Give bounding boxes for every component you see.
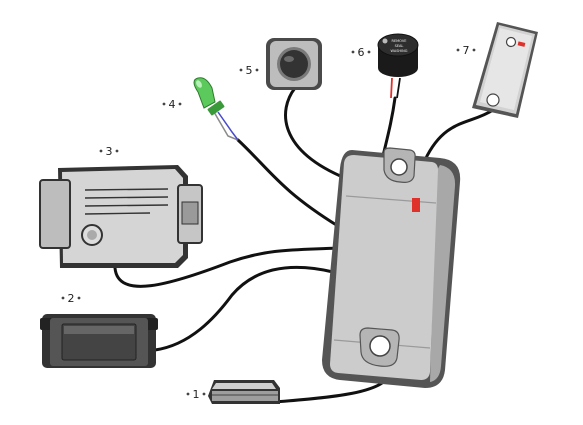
- reader-mount-hole-bottom: [486, 93, 500, 107]
- cable-button-to-controller: [284, 86, 347, 180]
- controller-indicator: [412, 198, 420, 212]
- callout-1: 1: [186, 388, 206, 401]
- cable-led-to-controller: [236, 138, 340, 228]
- buzzer: REMOVE SEAL WASHING: [377, 33, 419, 77]
- callout-5: 5: [239, 64, 259, 77]
- reader-indicator: [517, 41, 526, 47]
- cable-lock-to-controller: [113, 246, 340, 288]
- controller-top-mount: [383, 147, 416, 183]
- controller-front: [330, 155, 438, 380]
- callout-2: 2: [61, 292, 81, 305]
- callout-7: 7: [456, 44, 476, 57]
- svg-text:WASHING: WASHING: [391, 49, 408, 53]
- exit-button: [266, 38, 322, 90]
- callout-1-text: 1: [193, 388, 200, 401]
- led-indicator: [193, 77, 239, 141]
- callout-7-text: 7: [463, 44, 470, 57]
- proximity-reader: [472, 22, 538, 118]
- cable-reader-to-controller: [423, 108, 495, 162]
- reader-mount-hole-top: [505, 36, 517, 48]
- svg-text:SEAL: SEAL: [395, 44, 404, 48]
- buzzer-red-wire: [390, 77, 393, 99]
- exit-button-cap: [280, 50, 308, 78]
- buzzer-sound-hole: [382, 38, 388, 44]
- access-controller: [322, 147, 461, 388]
- callout-5-text: 5: [246, 64, 253, 77]
- electric-lock: [39, 165, 203, 268]
- svg-text:REMOVE: REMOVE: [392, 39, 407, 43]
- callout-6-text: 6: [358, 46, 365, 59]
- cables: [113, 86, 495, 404]
- buzzer-black-wire: [396, 77, 401, 99]
- controller-side: [430, 165, 456, 382]
- callout-3: 3: [99, 145, 119, 158]
- callout-labels: 1 2 3 4 5 6 7: [61, 44, 476, 401]
- cable-psu-to-controller: [153, 265, 335, 352]
- callout-6: 6: [351, 46, 371, 59]
- callout-4: 4: [162, 98, 182, 111]
- callout-3-text: 3: [106, 145, 113, 158]
- callout-2-text: 2: [68, 292, 75, 305]
- controller-bottom-mount: [359, 327, 400, 367]
- callout-4-text: 4: [169, 98, 176, 111]
- power-supply: [40, 314, 158, 368]
- reed-switch: [208, 380, 280, 404]
